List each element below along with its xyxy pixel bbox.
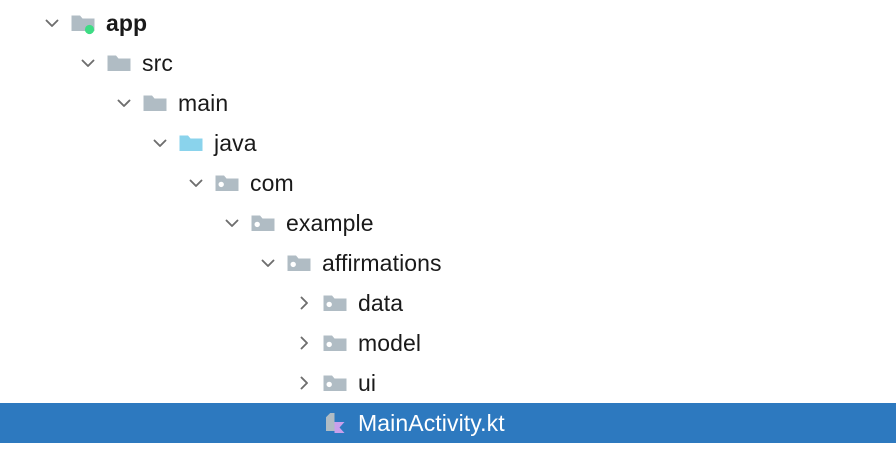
tree-row[interactable]: java xyxy=(0,123,896,163)
tree-row-label: src xyxy=(142,50,173,76)
tree-row-label: com xyxy=(250,170,294,196)
tree-row-label: example xyxy=(286,210,374,236)
tree-row[interactable]: ui xyxy=(0,363,896,403)
tree-row[interactable]: app xyxy=(0,3,896,43)
package-icon xyxy=(322,370,348,396)
chevron-right-icon[interactable] xyxy=(292,283,316,323)
tree-row-label: ui xyxy=(358,370,377,396)
tree-row[interactable]: com xyxy=(0,163,896,203)
package-icon xyxy=(214,170,240,196)
tree-row[interactable]: src xyxy=(0,43,896,83)
tree-row[interactable]: main xyxy=(0,83,896,123)
tree-row[interactable]: affirmations xyxy=(0,243,896,283)
package-icon xyxy=(322,290,348,316)
tree-row-label: MainActivity.kt xyxy=(358,410,505,436)
tree-row[interactable]: MainActivity.kt xyxy=(0,403,896,443)
tree-row-label: java xyxy=(214,130,257,156)
tree-row-label: main xyxy=(178,90,229,116)
folder-source-root-icon xyxy=(178,130,204,156)
kotlin-file-icon xyxy=(322,410,348,436)
chevron-down-icon[interactable] xyxy=(184,163,208,203)
tree-row-label: model xyxy=(358,330,422,356)
chevron-down-icon[interactable] xyxy=(40,3,64,43)
chevron-down-icon[interactable] xyxy=(76,43,100,83)
chevron-down-icon[interactable] xyxy=(256,243,280,283)
package-icon xyxy=(322,330,348,356)
chevron-right-icon[interactable] xyxy=(292,363,316,403)
chevron-down-icon[interactable] xyxy=(148,123,172,163)
folder-module-icon xyxy=(70,10,96,36)
tree-row-label: app xyxy=(106,10,148,36)
package-icon xyxy=(286,250,312,276)
package-icon xyxy=(250,210,276,236)
tree-row[interactable]: data xyxy=(0,283,896,323)
chevron-down-icon[interactable] xyxy=(220,203,244,243)
chevron-down-icon[interactable] xyxy=(112,83,136,123)
tree-row[interactable]: example xyxy=(0,203,896,243)
twisty-placeholder xyxy=(292,403,316,443)
tree-row[interactable]: model xyxy=(0,323,896,363)
tree-row-label: data xyxy=(358,290,404,316)
tree-row-label: affirmations xyxy=(322,250,442,276)
folder-icon xyxy=(142,90,168,116)
folder-icon xyxy=(106,50,132,76)
chevron-right-icon[interactable] xyxy=(292,323,316,363)
